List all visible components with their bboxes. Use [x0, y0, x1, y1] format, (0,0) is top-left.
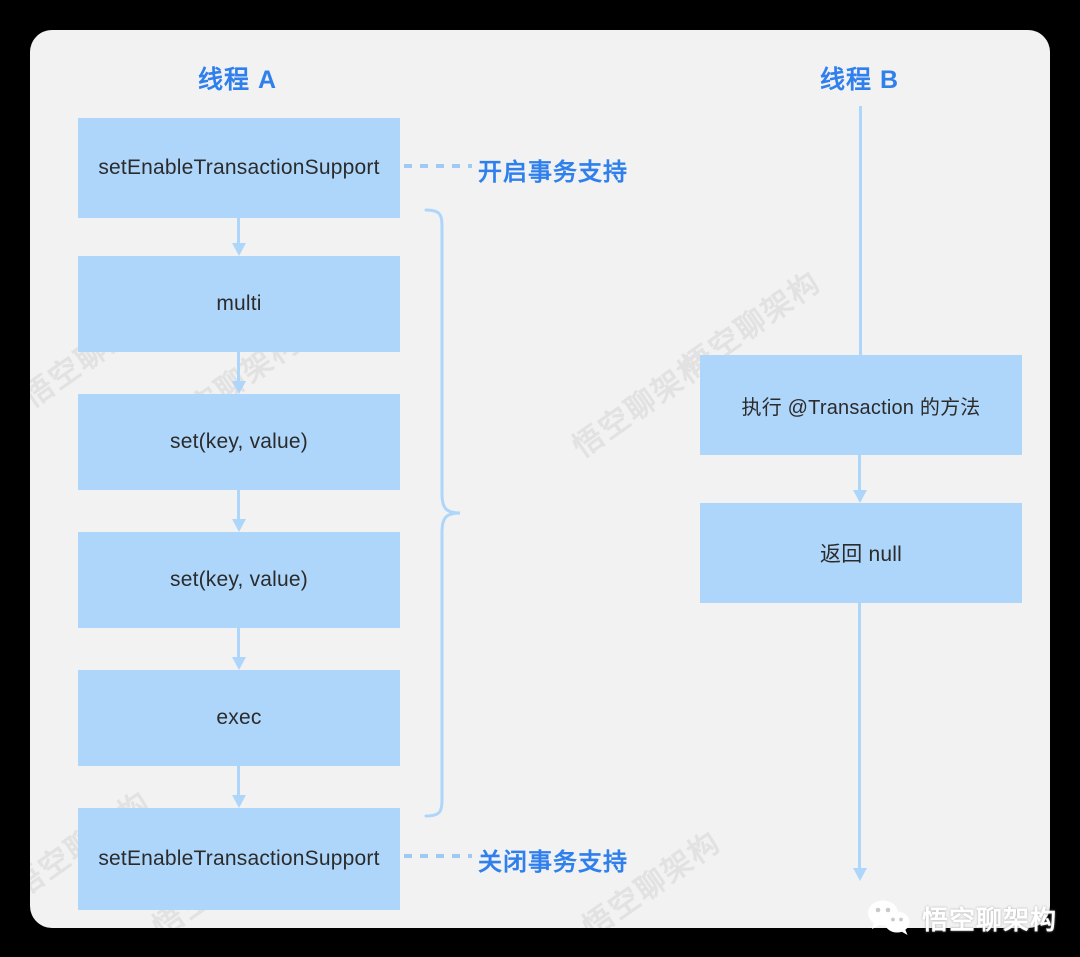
column-title-thread-a: 线程 A — [198, 66, 278, 94]
flow-arrow-multi-to-set1 — [232, 352, 246, 394]
annotation-close-transaction-support: 关闭事务支持 — [478, 849, 628, 876]
flow-arrow-set2-to-exec — [232, 628, 246, 670]
process-box-set-enable-open[interactable]: setEnableTransactionSupport — [78, 118, 400, 218]
column-title-thread-b: 线程 B — [820, 66, 900, 94]
grouping-brace — [424, 208, 461, 818]
dotted-connector-close — [404, 854, 472, 858]
diagram-card: 悟空聊架构 悟空聊架构 悟空聊架构 悟空聊架构 悟空聊架构 悟空聊架构 悟空聊架… — [30, 30, 1050, 928]
process-box-exec-transaction-method[interactable]: 执行 @Transaction 的方法 — [700, 355, 1022, 455]
flow-arrow-set1-to-set2 — [232, 490, 246, 532]
process-box-multi[interactable]: multi — [78, 256, 400, 352]
annotation-open-transaction-support: 开启事务支持 — [478, 159, 628, 186]
wechat-icon — [866, 898, 912, 938]
watermark-text: 悟空聊架构 — [566, 344, 718, 466]
dotted-connector-open — [404, 164, 472, 168]
thread-b-lifeline — [859, 106, 862, 355]
process-box-set-enable-close[interactable]: setEnableTransactionSupport — [78, 808, 400, 910]
flow-arrow-exec-to-return-null — [853, 455, 867, 503]
flow-arrow-open-to-multi — [232, 218, 246, 256]
footer-account-badge[interactable]: 悟空聊架构 — [866, 898, 1057, 938]
process-box-return-null[interactable]: 返回 null — [700, 503, 1022, 603]
process-box-exec[interactable]: exec — [78, 670, 400, 766]
footer-account-name: 悟空聊架构 — [922, 904, 1058, 935]
flow-arrow-exec-to-close — [232, 766, 246, 808]
process-box-set-2[interactable]: set(key, value) — [78, 532, 400, 628]
flow-arrow-return-null-end — [853, 603, 867, 881]
process-box-set-1[interactable]: set(key, value) — [78, 394, 400, 490]
